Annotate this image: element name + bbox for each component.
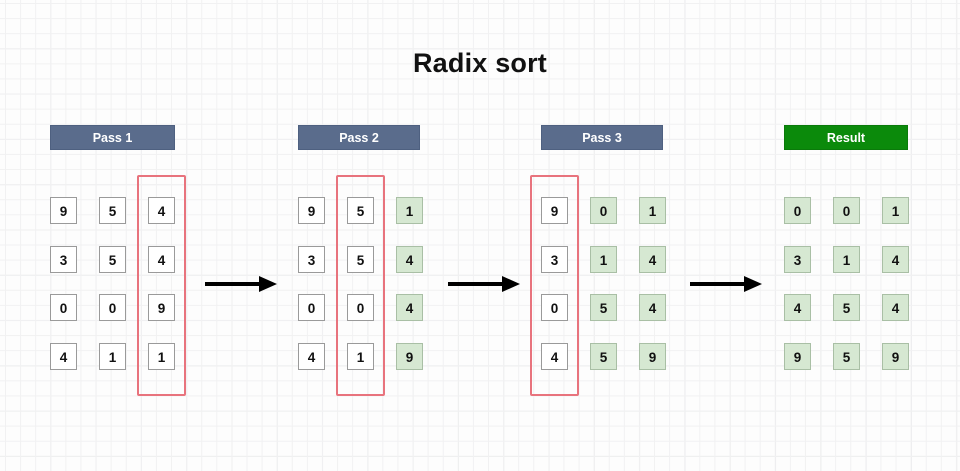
digit-cell: 5	[833, 294, 860, 321]
digit-cell: 1	[396, 197, 423, 224]
digit-cell: 1	[639, 197, 666, 224]
group-header-result: Result	[784, 125, 908, 150]
digit-cell: 0	[99, 294, 126, 321]
digit-cell: 4	[882, 294, 909, 321]
digit-cell: 1	[833, 245, 860, 273]
group-header-pass-2: Pass 2	[298, 125, 420, 150]
digit-cell: 0	[784, 197, 811, 224]
digit-cell: 4	[50, 342, 77, 370]
group-header-pass-3: Pass 3	[541, 125, 663, 150]
digit-cell: 9	[298, 197, 325, 224]
digit-cell: 9	[50, 197, 77, 224]
highlight-box-pass-3	[530, 175, 579, 396]
arrow-right-icon	[205, 273, 277, 295]
digit-cell: 3	[784, 245, 811, 273]
digit-cell: 1	[99, 342, 126, 370]
page-title: Radix sort	[412, 48, 548, 78]
digit-cell: 0	[298, 294, 325, 321]
highlight-box-pass-1	[137, 175, 186, 396]
digit-cell: 5	[347, 245, 374, 273]
digit-cell: 0	[833, 197, 860, 224]
digit-cell: 0	[541, 294, 568, 321]
digit-cell: 1	[347, 342, 374, 370]
digit-cell: 4	[396, 294, 423, 321]
digit-cell: 9	[639, 342, 666, 370]
digit-cell: 9	[882, 342, 909, 370]
digit-cell: 1	[590, 245, 617, 273]
digit-cell: 0	[347, 294, 374, 321]
digit-cell: 3	[298, 245, 325, 273]
digit-cell: 5	[590, 294, 617, 321]
digit-cell: 4	[148, 245, 175, 273]
arrow-right-icon	[448, 273, 520, 295]
arrow-right-icon	[690, 273, 762, 295]
digit-cell: 0	[50, 294, 77, 321]
digit-cell: 9	[541, 197, 568, 224]
digit-cell: 3	[541, 245, 568, 273]
digit-cell: 4	[639, 245, 666, 273]
group-header-pass-1: Pass 1	[50, 125, 175, 150]
digit-cell: 9	[148, 294, 175, 321]
digit-cell: 0	[590, 197, 617, 224]
digit-cell: 1	[148, 342, 175, 370]
digit-cell: 3	[50, 245, 77, 273]
digit-cell: 5	[347, 197, 374, 224]
digit-cell: 4	[784, 294, 811, 321]
digit-cell: 9	[396, 342, 423, 370]
digit-cell: 5	[590, 342, 617, 370]
digit-cell: 4	[298, 342, 325, 370]
digit-cell: 1	[882, 197, 909, 224]
digit-cell: 9	[784, 342, 811, 370]
digit-cell: 4	[396, 245, 423, 273]
digit-cell: 5	[833, 342, 860, 370]
digit-cell: 4	[639, 294, 666, 321]
digit-cell: 5	[99, 197, 126, 224]
digit-cell: 5	[99, 245, 126, 273]
digit-cell: 4	[882, 245, 909, 273]
digit-cell: 4	[541, 342, 568, 370]
digit-cell: 4	[148, 197, 175, 224]
highlight-box-pass-2	[336, 175, 385, 396]
